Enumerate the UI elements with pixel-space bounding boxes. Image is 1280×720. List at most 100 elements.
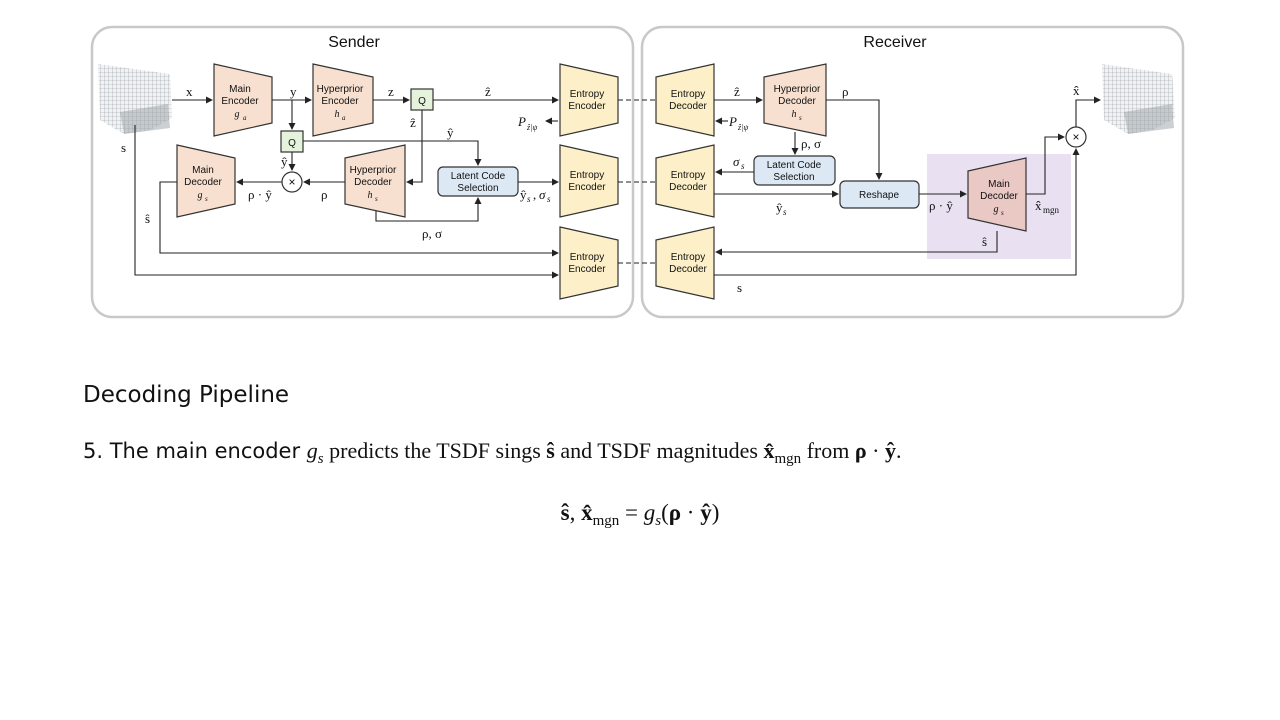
entropy-encoder-1-label-1: Entropy [570, 89, 604, 100]
equation-y-hat: ŷ [700, 500, 712, 525]
receiver-main-decoder-block [967, 157, 1027, 232]
label-xhat-output: x̂ [1073, 83, 1080, 98]
sender-hyperprior-decoder-block [344, 144, 406, 218]
label-yhat-s-receiver-sub: s [783, 207, 787, 217]
receiver-hyperprior-decoder-label-1: Hyperprior [774, 84, 821, 95]
main-encoder-label-2: Encoder [221, 96, 259, 107]
label-prior-sender: P [517, 114, 526, 129]
sender-main-decoder-fn-sub: s [205, 195, 208, 203]
label-sigma-s-receiver: σ [733, 154, 740, 169]
receiver-main-decoder-label-1: Main [988, 179, 1010, 190]
description-x-hat: x̂ [763, 438, 775, 463]
description-y-hat: ŷ [884, 438, 896, 463]
description-prefix: 5. The main encoder [83, 439, 307, 463]
hyperprior-encoder-fn-sub: a [342, 114, 346, 122]
entropy-encoder-2-label-1: Entropy [570, 170, 604, 181]
receiver-hyperprior-decoder-block [763, 63, 827, 137]
hyperprior-encoder-label-1: Hyperprior [317, 84, 364, 95]
label-rho-receiver: ρ [842, 84, 849, 99]
arrow-rho-sigma-to-selection [375, 197, 482, 222]
label-sigma-s-sender-sub: s [547, 194, 551, 204]
arrow-rho-to-reshape [826, 99, 883, 180]
description-mid3: from [801, 438, 855, 463]
receiver-multiply-symbol: × [1072, 130, 1079, 144]
receiver-title: Receiver [863, 34, 927, 51]
equation-mgn: mgn [592, 513, 620, 529]
input-point-cloud [98, 64, 172, 134]
sender-main-decoder-block [176, 144, 236, 218]
arrow-shat-to-entropy [159, 181, 559, 257]
sender-hyperprior-decoder-label-2: Decoder [354, 177, 392, 188]
arrow-zhat-to-hyperdec [406, 110, 423, 186]
equation-g-sub: s [655, 513, 662, 529]
arrow-xmgn-to-mult [1026, 133, 1065, 195]
equation-x-hat: x̂ [581, 500, 593, 525]
label-s-receiver: s [737, 280, 742, 295]
label-prior-receiver-sub: ẑ|ψ [737, 123, 749, 132]
entropy-decoder-1 [655, 63, 715, 137]
decoding-equation: ŝ, x̂mgn = gs(ρ · ŷ) [0, 500, 1280, 529]
main-encoder-fn: g [235, 109, 240, 120]
equation-g: g [643, 500, 656, 525]
description-mid1: predicts the TSDF sings [323, 438, 547, 463]
label-sigma-s-receiver-sub: s [741, 161, 745, 171]
receiver-latent-code-selection [753, 155, 836, 186]
label-xhat-mgn-sub: mgn [1043, 205, 1060, 215]
label-z: z [388, 84, 394, 99]
section-title: Decoding Pipeline [83, 382, 290, 408]
sender-hyperprior-decoder-label-1: Hyperprior [350, 165, 397, 176]
equation-open: ( [661, 500, 669, 525]
entropy-encoder-3-label-1: Entropy [570, 252, 604, 263]
entropy-encoder-2 [559, 144, 619, 218]
description-mid2: and TSDF magnitudes [554, 438, 764, 463]
entropy-encoder-3-label-2: Encoder [568, 264, 606, 275]
pipeline-diagram: Sender Receiver Main Encoder g a Hyperpr… [90, 25, 1185, 319]
sender-title: Sender [328, 34, 380, 51]
entropy-decoder-2-label-1: Entropy [671, 170, 705, 181]
label-y: y [290, 84, 297, 99]
entropy-decoder-2 [655, 144, 715, 218]
equation-eq: = [619, 500, 644, 525]
label-s-sender: s [121, 140, 126, 155]
entropy-encoder-2-label-2: Encoder [568, 182, 606, 193]
arrow-mult-to-output [1075, 96, 1101, 127]
sender-main-decoder-fn: g [198, 190, 203, 201]
hyperprior-encoder-fn: h [335, 109, 340, 120]
arrow-shat-to-entropydec [715, 231, 998, 256]
label-xhat-mgn: x̂ [1035, 198, 1042, 213]
sender-hyperprior-decoder-fn: h [368, 190, 373, 201]
description-g-sub: s [317, 451, 324, 467]
receiver-main-decoder-fn-sub: s [1001, 209, 1004, 217]
label-rho-sigma-receiver: ρ, σ [801, 136, 821, 151]
description-g: g [306, 438, 318, 463]
entropy-decoder-1-label-1: Entropy [671, 89, 705, 100]
equation-s-hat: ŝ [560, 500, 570, 525]
sender-latent-code-selection-label-2: Selection [457, 183, 498, 194]
label-rho-sigma-sender: ρ, σ [422, 226, 442, 241]
label-yhat-branch: ŷ [447, 125, 454, 140]
receiver-latent-code-selection-label-1: Latent Code [767, 160, 822, 171]
receiver-main-decoder-fn: g [994, 204, 999, 215]
label-yhat-s-sender: ŷ [520, 187, 527, 202]
quantizer-z-label: Q [418, 96, 426, 107]
entropy-encoder-1 [559, 63, 619, 137]
reshape-label: Reshape [859, 190, 899, 201]
description-s-hat: ŝ [546, 438, 555, 463]
label-rho-yhat-receiver: ρ · ŷ [929, 198, 953, 213]
label-prior-receiver: P [728, 114, 737, 129]
output-point-cloud [1102, 64, 1175, 134]
description-mgn: mgn [774, 451, 802, 467]
label-yhat-q: ŷ [281, 154, 288, 169]
entropy-decoder-3-label-1: Entropy [671, 252, 705, 263]
hyperprior-encoder-label-2: Encoder [321, 96, 359, 107]
sender-latent-code-selection-label-1: Latent Code [451, 171, 506, 182]
equation-rho: ρ [668, 500, 682, 525]
main-encoder-block [213, 63, 273, 137]
label-rho-yhat-sender: ρ · ŷ [248, 187, 272, 202]
entropy-decoder-3 [655, 226, 715, 300]
label-zhat-receiver: ẑ [734, 84, 740, 99]
receiver-latent-code-selection-label-2: Selection [773, 172, 814, 183]
label-yhat-s-sender-sub: s [527, 194, 531, 204]
sender-main-decoder-label-1: Main [192, 165, 214, 176]
label-shat-receiver: ŝ [982, 234, 987, 249]
